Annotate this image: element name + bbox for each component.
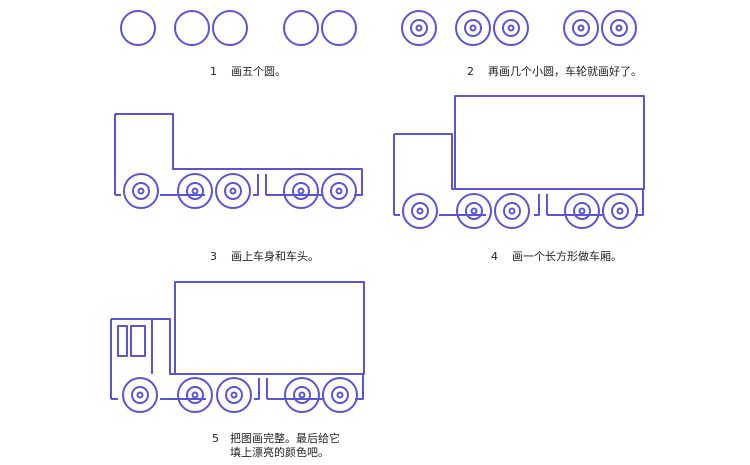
- step-2-caption: 2 再画几个小圆，车轮就画好了。: [467, 65, 642, 79]
- step-text: 画一个长方形做车厢。: [512, 250, 622, 263]
- hub-center: [137, 187, 145, 195]
- wheel-circle: [493, 10, 529, 46]
- cargo-box: [174, 281, 365, 375]
- step-text-line: 把图画完整。最后给它: [230, 432, 340, 445]
- hub-center: [416, 207, 424, 215]
- step-3-caption: 3 画上车身和车头。: [210, 250, 319, 264]
- wheel-circle: [321, 10, 357, 46]
- hub-circle: [573, 202, 591, 220]
- hub-circle: [331, 386, 349, 404]
- step-number: 2: [467, 65, 474, 78]
- hub-center: [336, 391, 344, 399]
- hub-circle: [611, 202, 629, 220]
- step3-wheel-group: [123, 173, 357, 209]
- hub-center: [191, 391, 199, 399]
- step1-wheels: [120, 10, 357, 46]
- hub-circle: [186, 182, 204, 200]
- step4-wheel-group: [402, 193, 638, 229]
- hub-center: [297, 187, 305, 195]
- cab-window: [130, 325, 146, 357]
- hub-center: [191, 187, 199, 195]
- wheel-circle: [494, 193, 530, 229]
- step-1-caption: 1 画五个圆。: [210, 65, 286, 79]
- wheel-circle: [174, 10, 210, 46]
- step5-truck: [110, 281, 365, 413]
- hub-center: [298, 391, 306, 399]
- wheel-circle: [283, 10, 319, 46]
- hub-circle: [610, 19, 628, 37]
- step-text: 画五个圆。: [231, 65, 286, 78]
- wheel-circle: [322, 377, 358, 413]
- cargo-box: [454, 95, 645, 190]
- step2-wheels: [401, 10, 637, 46]
- wheel-circle: [321, 173, 357, 209]
- wheel-circle: [402, 193, 438, 229]
- wheel-circle: [215, 173, 251, 209]
- hub-circle: [225, 386, 243, 404]
- hub-circle: [503, 202, 521, 220]
- hub-circle: [464, 19, 482, 37]
- hub-center: [508, 207, 516, 215]
- hub-center: [229, 187, 237, 195]
- hub-circle: [224, 182, 242, 200]
- step4-truck: [393, 95, 645, 229]
- step-text-line: 填上漂亮的颜色吧。: [230, 446, 329, 459]
- hub-circle: [465, 202, 483, 220]
- hub-center: [469, 24, 477, 32]
- hub-center: [470, 207, 478, 215]
- wheel-circle: [123, 173, 159, 209]
- hub-center: [136, 391, 144, 399]
- step-5-caption: 5: [212, 432, 227, 446]
- step-number: 1: [210, 65, 217, 78]
- step-text: 画上车身和车头。: [231, 250, 319, 263]
- wheel-circle: [564, 193, 600, 229]
- hub-center: [577, 24, 585, 32]
- wheel-circle: [177, 173, 213, 209]
- hub-circle: [186, 386, 204, 404]
- step-number: 5: [212, 432, 219, 445]
- step-text: 再画几个小圆，车轮就画好了。: [488, 65, 642, 78]
- wheel-circle: [212, 10, 248, 46]
- hub-circle: [502, 19, 520, 37]
- wheel-circle: [283, 173, 319, 209]
- wheel-circle: [401, 10, 437, 46]
- wheel-circle: [601, 10, 637, 46]
- hub-circle: [292, 182, 310, 200]
- hub-center: [230, 391, 238, 399]
- hub-circle: [572, 19, 590, 37]
- wheel-circle: [284, 377, 320, 413]
- wheel-circle: [563, 10, 599, 46]
- wheel-circle: [122, 377, 158, 413]
- wheel-circle: [177, 377, 213, 413]
- hub-circle: [132, 182, 150, 200]
- wheel-circle: [216, 377, 252, 413]
- step3-truck: [114, 113, 363, 209]
- wheel-circle: [120, 10, 156, 46]
- hub-circle: [293, 386, 311, 404]
- hub-circle: [131, 386, 149, 404]
- hub-center: [507, 24, 515, 32]
- cab-window: [117, 325, 128, 357]
- hub-center: [578, 207, 586, 215]
- hub-circle: [411, 202, 429, 220]
- hub-center: [415, 24, 423, 32]
- wheel-circle: [456, 193, 492, 229]
- wheel-circle: [455, 10, 491, 46]
- step-number: 3: [210, 250, 217, 263]
- hub-circle: [330, 182, 348, 200]
- step-number: 4: [491, 250, 498, 263]
- step5-wheel-group: [122, 377, 358, 413]
- step-5-text: 把图画完整。最后给它 填上漂亮的颜色吧。: [230, 432, 340, 460]
- hub-center: [335, 187, 343, 195]
- step-4-caption: 4 画一个长方形做车厢。: [491, 250, 622, 264]
- hub-center: [616, 207, 624, 215]
- hub-center: [615, 24, 623, 32]
- hub-circle: [410, 19, 428, 37]
- wheel-circle: [602, 193, 638, 229]
